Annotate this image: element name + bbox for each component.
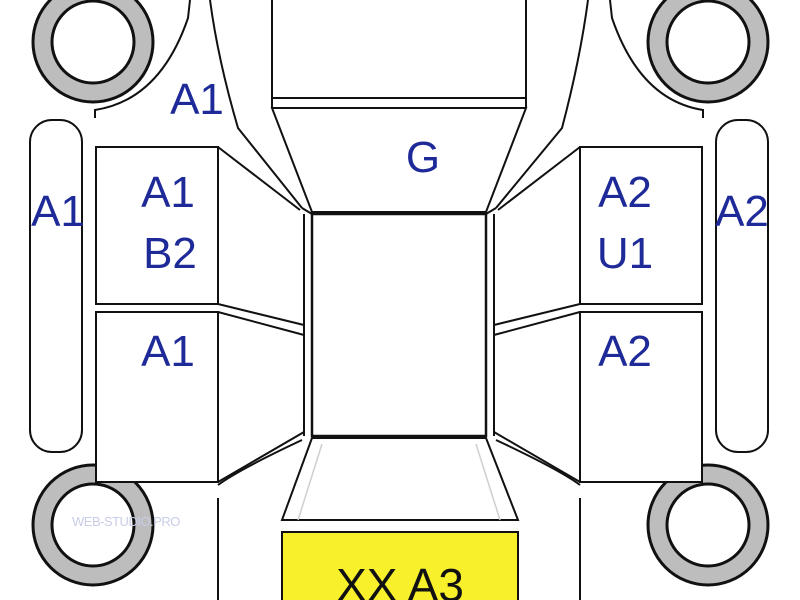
label-left-wing-top[interactable]: A1 xyxy=(170,75,224,124)
roof xyxy=(310,212,488,438)
trunk-highlight xyxy=(281,531,519,600)
label-left-front-door-2[interactable]: B2 xyxy=(143,229,197,278)
label-left-side-strip[interactable]: A1 xyxy=(31,187,85,236)
front-bumper xyxy=(271,0,527,99)
wheel-front-right xyxy=(646,0,770,104)
label-right-front-door-2[interactable]: U1 xyxy=(596,229,654,278)
hood xyxy=(270,107,528,213)
label-left-rear-door[interactable]: A1 xyxy=(141,327,195,376)
left-front-wing-outline xyxy=(209,0,303,209)
label-trunk[interactable]: XX A3 xyxy=(336,559,464,600)
label-right-front-door-1[interactable]: A2 xyxy=(598,168,652,217)
right-rear-door xyxy=(579,311,703,483)
label-right-side-strip[interactable]: A2 xyxy=(715,187,769,236)
rear-window xyxy=(280,437,520,521)
label-hood[interactable]: G xyxy=(405,133,441,182)
wheel-rear-left xyxy=(31,463,155,587)
label-right-rear-door[interactable]: A2 xyxy=(598,327,652,376)
wheel-rear-right xyxy=(646,463,770,587)
left-side-strip xyxy=(29,119,83,453)
wheel-front-left xyxy=(31,0,155,104)
right-front-door xyxy=(579,146,703,305)
right-side-strip xyxy=(715,119,769,453)
right-front-wing-outline xyxy=(495,0,589,209)
right-wheel-arch-front xyxy=(609,0,704,118)
left-wheel-arch-front xyxy=(94,0,191,118)
right-rear-wing-outline xyxy=(495,439,581,486)
label-left-front-door-1[interactable]: A1 xyxy=(141,168,195,217)
left-front-door xyxy=(95,146,219,305)
left-rear-door xyxy=(95,311,219,483)
left-rear-wing-outline xyxy=(217,439,303,486)
watermark: WEB-STUDIO.PRO xyxy=(72,514,180,529)
